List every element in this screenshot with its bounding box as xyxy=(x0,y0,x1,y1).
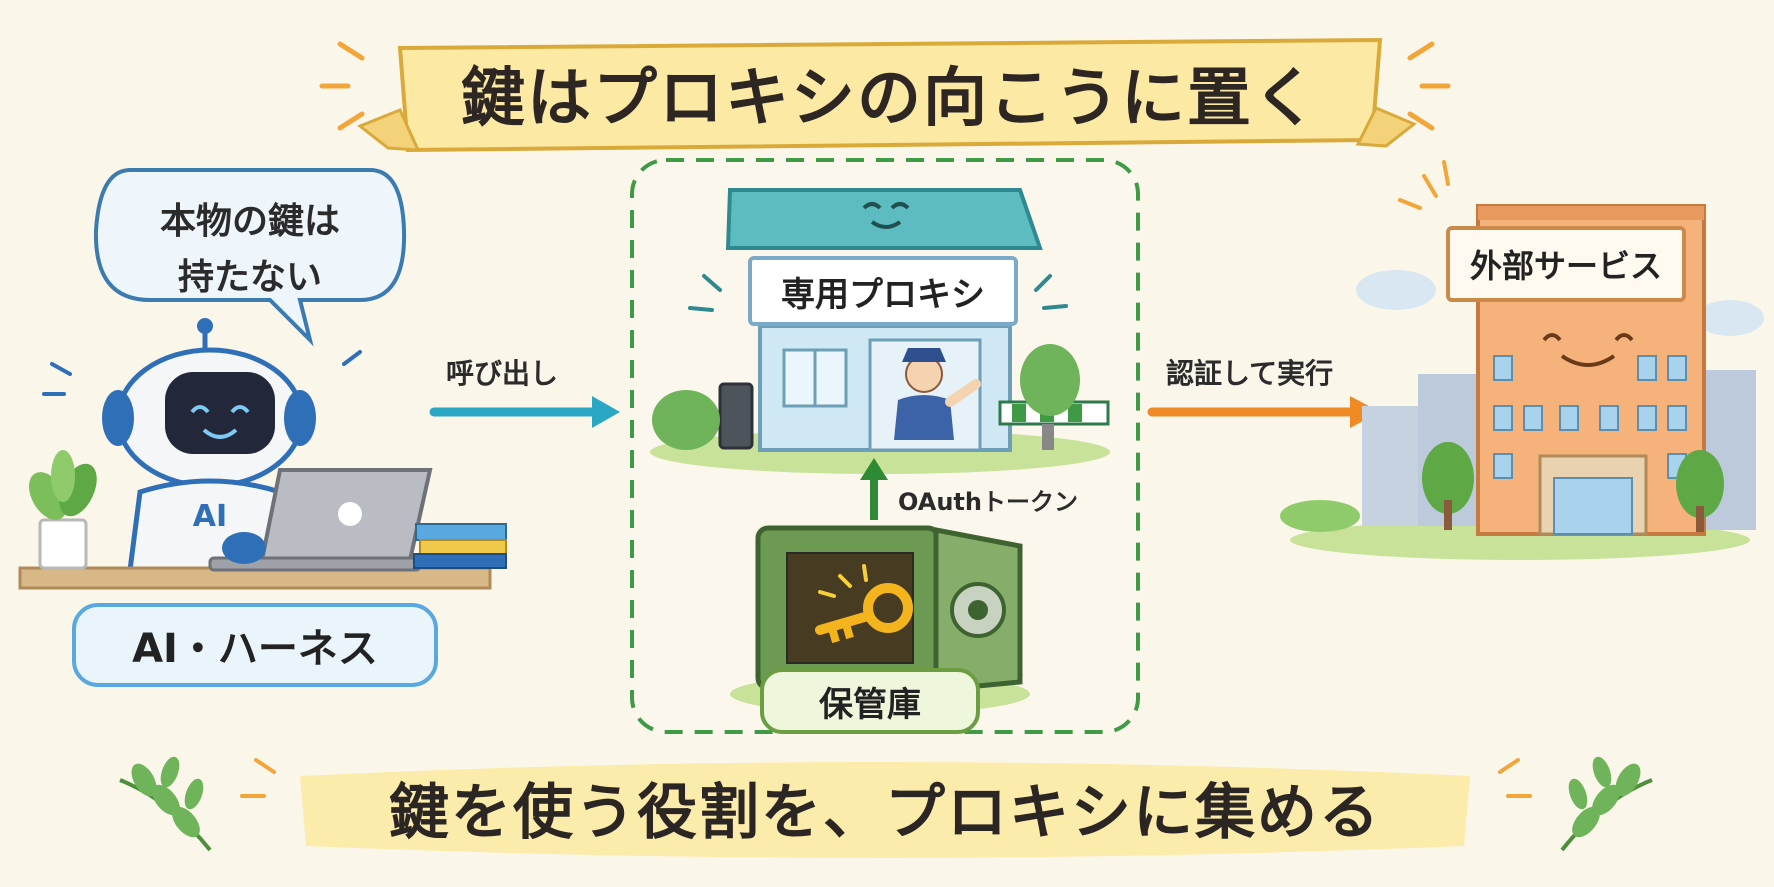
page-title: 鍵はプロキシの向こうに置く xyxy=(461,62,1319,136)
auth-label: 認証して実行 xyxy=(1166,357,1334,390)
call-arrow xyxy=(429,396,620,428)
bottom-message: 鍵を使う役割を、プロキシに集める xyxy=(389,777,1381,848)
proxy-building xyxy=(650,188,1110,474)
token-arrow xyxy=(860,458,888,520)
token-label: OAuthトークン xyxy=(898,488,1078,516)
title-banner xyxy=(357,37,1417,153)
title-banner-area: 鍵はプロキシの向こうに置く xyxy=(395,38,1385,148)
plant-icon xyxy=(29,450,97,570)
laurel-left-icon xyxy=(119,756,212,852)
robot-badge: AI xyxy=(193,499,227,534)
laurel-right-icon xyxy=(1560,756,1653,852)
speech-bubble-text: 本物の鍵は 持たない xyxy=(100,194,400,306)
call-label: 呼び出し xyxy=(446,357,559,390)
bottom-highlight xyxy=(300,762,1470,858)
auth-arrow xyxy=(1147,396,1380,428)
sparkle-bottom-icon xyxy=(240,758,1532,798)
key-icon xyxy=(815,564,913,644)
speech-bubble xyxy=(93,168,407,347)
vault-label: 保管庫 xyxy=(760,668,980,734)
external-building xyxy=(1280,160,1764,560)
external-service-label: 外部サービス xyxy=(1446,226,1686,302)
books-icon xyxy=(413,523,507,569)
laptop-icon xyxy=(208,468,433,572)
speech-line-2: 持たない xyxy=(177,257,322,298)
proxy-label: 専用プロキシ xyxy=(748,256,1018,326)
speech-line-1: 本物の鍵は xyxy=(159,201,340,242)
harness-label: AI・ハーネス xyxy=(72,603,438,687)
sparkle-icon xyxy=(319,41,1451,131)
